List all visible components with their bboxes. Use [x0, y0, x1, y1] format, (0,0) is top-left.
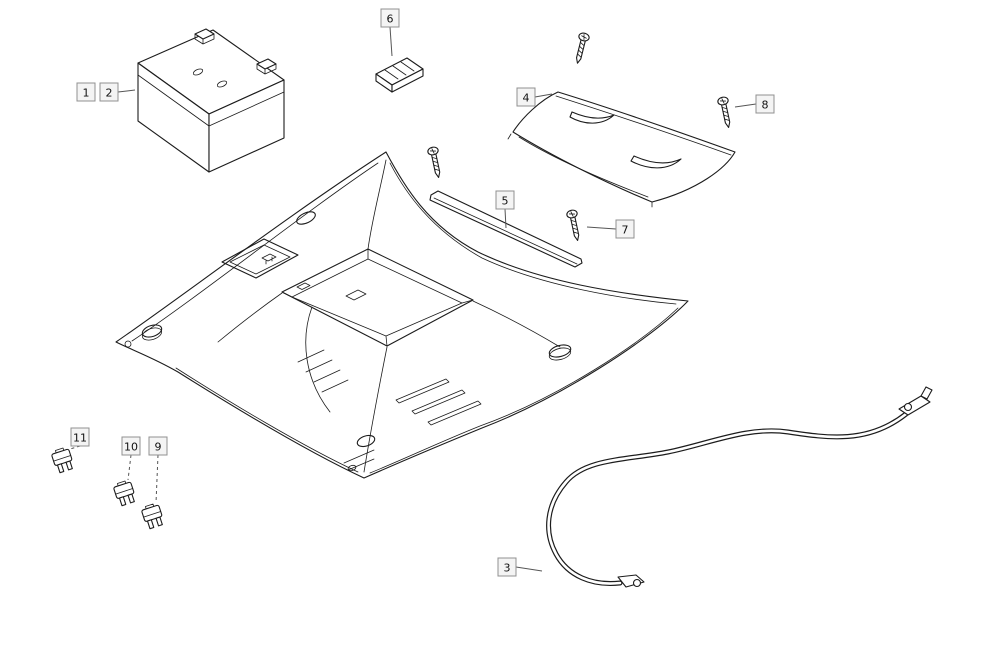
screw-top-drawing: [571, 31, 591, 66]
callout-10[interactable]: 10: [121, 436, 141, 481]
callout-3[interactable]: 3: [497, 557, 543, 577]
callout-9[interactable]: 9: [148, 436, 168, 504]
battery-cover-drawing: [507, 91, 736, 208]
callout-7[interactable]: 7: [586, 219, 635, 239]
battery-drawing: [137, 28, 285, 173]
callout-4[interactable]: 4: [516, 87, 553, 107]
trim-strip-drawing: [429, 190, 583, 268]
callout-8-label: 8: [762, 99, 769, 112]
fuse-11-drawing: [50, 445, 76, 474]
fuse-9-drawing: [140, 501, 166, 530]
callout-11-label: 11: [73, 432, 87, 445]
callout-3-label: 3: [504, 562, 511, 575]
callout-11[interactable]: 11: [69, 427, 90, 450]
callout-9-label: 9: [155, 441, 162, 454]
callout-10-label: 10: [124, 441, 138, 454]
callout-1-label: 1: [83, 87, 90, 100]
callout-1[interactable]: 1: [76, 82, 96, 102]
callout-2-label: 2: [106, 87, 113, 100]
screw-7-drawing: [565, 208, 584, 243]
screw-middle-drawing: [426, 145, 445, 180]
callout-5-label: 5: [502, 195, 509, 208]
fuse-10-drawing: [112, 478, 138, 507]
callout-4-label: 4: [523, 92, 530, 105]
screw-8-drawing: [716, 95, 735, 130]
battery-cable-drawing: [546, 386, 933, 588]
mounting-rail-drawing: [375, 57, 424, 93]
callouts: 1 2 3 4 5 6 7: [69, 8, 775, 577]
callout-8[interactable]: 8: [734, 94, 775, 114]
callout-5[interactable]: 5: [495, 190, 515, 229]
callout-6[interactable]: 6: [380, 8, 400, 57]
callout-2[interactable]: 2: [99, 82, 136, 102]
callout-7-label: 7: [622, 224, 629, 237]
floor-panel-drawing: [115, 151, 689, 479]
callout-6-label: 6: [387, 13, 394, 26]
